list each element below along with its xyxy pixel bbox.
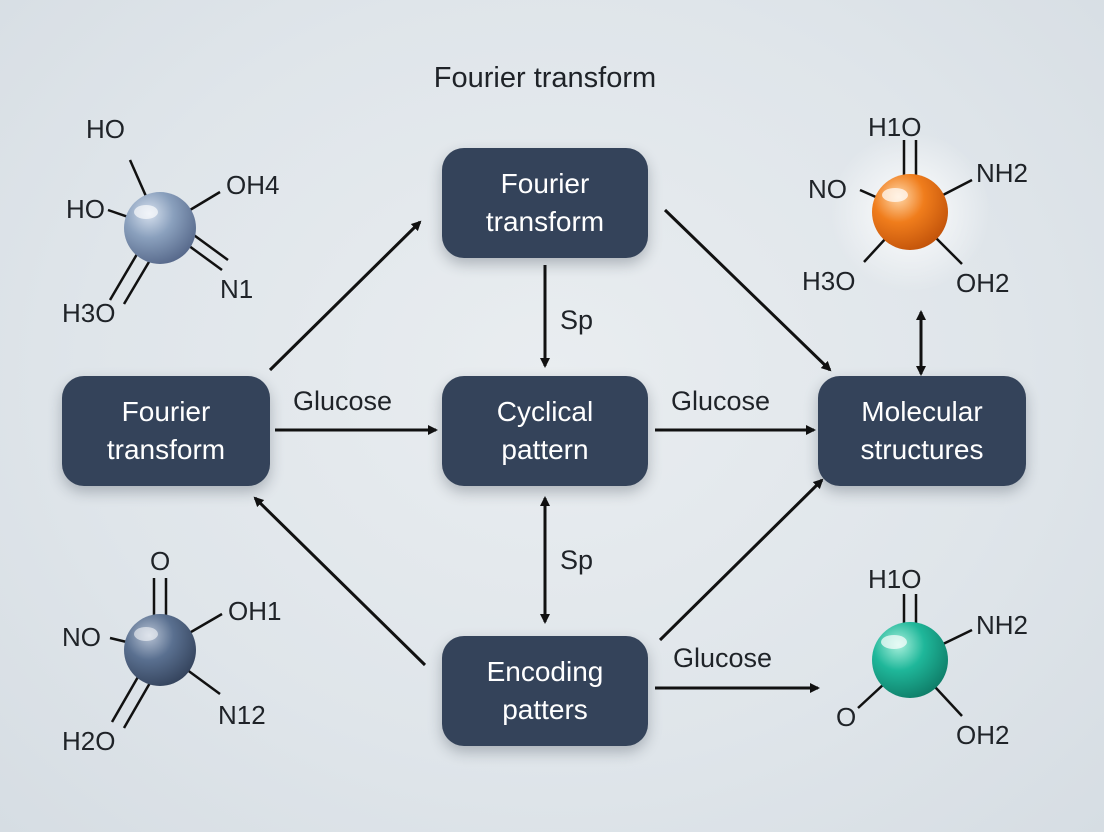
node-line-1: Fourier xyxy=(121,396,211,428)
node-line-2: structures xyxy=(860,434,984,465)
node-left-fourier-transform: Fourier transform xyxy=(62,376,270,486)
chem-label: NO xyxy=(62,622,101,652)
node-line-1: Fourier xyxy=(500,168,590,200)
edge-label-left-center: Glucose xyxy=(293,386,393,416)
chem-label: NO xyxy=(808,174,847,204)
node-line-2: transform xyxy=(106,434,226,465)
node-line-1: Cyclical xyxy=(496,396,594,428)
node-top-fourier-transform: Fourier transform xyxy=(442,148,648,258)
chem-label: OH4 xyxy=(226,170,280,200)
node-line-1: Encoding xyxy=(486,656,604,688)
molecule-bottom-left xyxy=(109,578,223,729)
arrow-top-to-right xyxy=(663,208,832,372)
chem-label: H1O xyxy=(868,112,922,142)
molecule-bottom-right xyxy=(857,594,973,717)
chem-label: HO xyxy=(66,194,105,224)
edge-label-center-right: Glucose xyxy=(671,386,771,416)
arrow-left-to-top xyxy=(268,220,422,372)
chem-label: H3O xyxy=(62,298,116,328)
arrow-bottom-to-left xyxy=(253,496,427,667)
chem-label: O xyxy=(150,546,171,576)
node-line-2: transform xyxy=(485,206,605,237)
chem-label: OH1 xyxy=(228,596,282,626)
chem-label: NH2 xyxy=(976,610,1029,640)
node-line-2: pattern xyxy=(501,434,589,465)
edge-label-bottom-molecule: Glucose xyxy=(673,643,773,673)
chem-label: NH2 xyxy=(976,158,1029,188)
node-cyclical-pattern: Cyclical pattern xyxy=(442,376,648,486)
edge-label-center-bottom: Sp xyxy=(560,545,594,575)
chem-label: H2O xyxy=(62,726,116,756)
molecule-top-right xyxy=(830,132,990,292)
chem-label: OH2 xyxy=(956,268,1010,298)
chem-label: N12 xyxy=(218,700,266,730)
chem-label: H1O xyxy=(868,564,922,594)
chem-label: H3O xyxy=(802,266,856,296)
node-encoding-patters: Encoding patters xyxy=(442,636,648,746)
edge-label-top-center: Sp xyxy=(560,305,594,335)
node-line-2: patters xyxy=(502,694,588,725)
chem-label: OH2 xyxy=(956,720,1010,750)
chem-label: N1 xyxy=(220,274,254,304)
chem-label: O xyxy=(836,702,857,732)
arrow-bottom-to-right xyxy=(658,478,824,642)
node-molecular-structures: Molecular structures xyxy=(818,376,1026,486)
node-line-1: Molecular xyxy=(861,396,983,428)
diagram-title: Fourier transform xyxy=(433,62,657,94)
molecule-top-left xyxy=(107,159,229,305)
chem-label: HO xyxy=(86,114,125,144)
